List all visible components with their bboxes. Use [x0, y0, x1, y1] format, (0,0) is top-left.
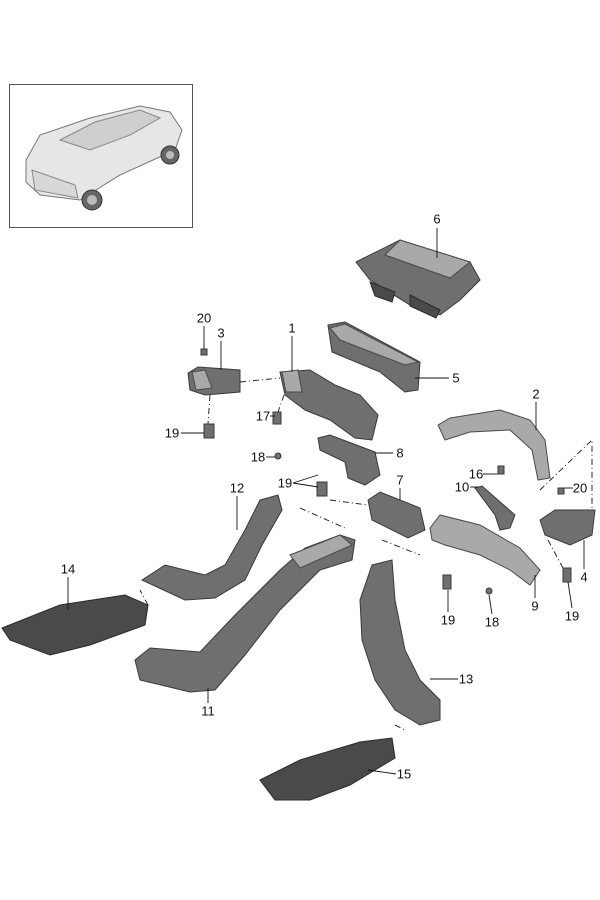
- callout-19[interactable]: 19: [277, 475, 293, 491]
- callout-19[interactable]: 19: [164, 425, 180, 441]
- callout-13[interactable]: 13: [458, 671, 474, 687]
- callout-20[interactable]: 20: [572, 480, 588, 496]
- part-2-air-duct[interactable]: [437, 409, 551, 481]
- part-7-duct[interactable]: [367, 491, 426, 539]
- part-5-duct[interactable]: [327, 321, 421, 393]
- callout-14[interactable]: 14: [60, 561, 76, 577]
- callout-7[interactable]: 7: [396, 472, 404, 488]
- callout-5[interactable]: 5: [452, 370, 460, 386]
- leader-lines: [67, 228, 593, 775]
- callout-17[interactable]: 17: [255, 408, 271, 424]
- part-13-air-duct[interactable]: [359, 559, 441, 726]
- callout-15[interactable]: 15: [396, 766, 412, 782]
- callout-18[interactable]: 18: [250, 449, 266, 465]
- callout-19[interactable]: 19: [564, 608, 580, 624]
- part-12-air-duct[interactable]: [140, 494, 283, 601]
- callout-18[interactable]: 18: [484, 614, 500, 630]
- part-4-bracket[interactable]: [539, 509, 596, 546]
- part-14-cover[interactable]: [1, 594, 149, 656]
- callout-4[interactable]: 4: [580, 569, 588, 585]
- callout-8[interactable]: 8: [396, 445, 404, 461]
- callout-10[interactable]: 10: [454, 479, 470, 495]
- part-11-air-duct[interactable]: [134, 534, 356, 693]
- callout-11[interactable]: 11: [201, 703, 215, 719]
- callout-3[interactable]: 3: [217, 325, 225, 341]
- callout-1[interactable]: 1: [288, 320, 296, 336]
- part-9-duct[interactable]: [429, 514, 541, 586]
- callout-20[interactable]: 20: [196, 310, 212, 326]
- vehicle-thumbnail[interactable]: [9, 84, 193, 228]
- callout-9[interactable]: 9: [531, 598, 539, 614]
- callout-16[interactable]: 16: [468, 466, 484, 482]
- callout-2[interactable]: 2: [532, 386, 540, 402]
- callout-12[interactable]: 12: [229, 480, 245, 496]
- callout-19[interactable]: 19: [440, 612, 456, 628]
- part-15-cover[interactable]: [259, 737, 396, 801]
- part-6-air-duct-housing[interactable]: [355, 239, 481, 319]
- part-3-bracket[interactable]: [187, 366, 241, 396]
- part-1-air-duct[interactable]: [279, 369, 379, 441]
- part-8-duct[interactable]: [317, 434, 381, 486]
- callout-6[interactable]: 6: [433, 211, 441, 227]
- part-10-support[interactable]: [474, 485, 516, 531]
